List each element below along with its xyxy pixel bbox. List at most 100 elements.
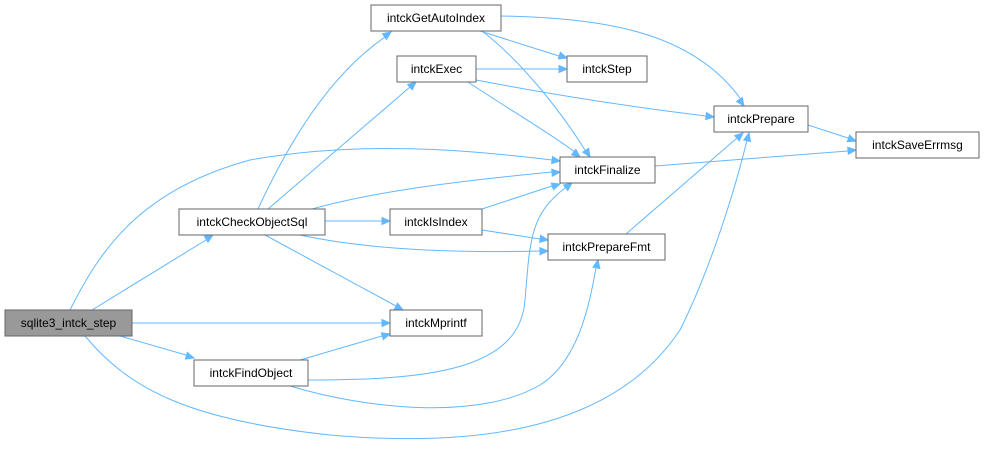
node-label: intckFinalize xyxy=(574,163,640,177)
edge-line xyxy=(267,86,411,210)
arrowhead-icon xyxy=(538,234,550,243)
node-intckStep[interactable]: intckStep xyxy=(566,55,648,83)
node-box[interactable] xyxy=(566,55,648,83)
arrowhead-icon xyxy=(381,31,393,41)
nodes-layer: sqlite3_intck_step intckCheckObjectSql int… xyxy=(4,4,980,387)
arrowhead-icon xyxy=(847,146,858,156)
edge-line xyxy=(625,137,738,235)
node-intckIsIndex[interactable]: intckIsIndex xyxy=(389,208,483,236)
node-box[interactable] xyxy=(396,55,477,83)
node-intckPrepare[interactable]: intckPrepare xyxy=(713,105,809,133)
arrowhead-icon xyxy=(551,168,562,178)
edge-intckExec-to-intckStep xyxy=(476,64,569,74)
node-label: intckPrepare xyxy=(727,112,795,126)
node-label: intckFindObject xyxy=(210,366,293,380)
edge-intckFindObject-to-intckFinalize xyxy=(307,182,573,381)
arrowhead-icon xyxy=(733,132,744,142)
edge-line xyxy=(299,234,541,253)
edge-intckFinalize-to-intckSaveErrmsg xyxy=(654,146,858,167)
node-box[interactable] xyxy=(713,105,809,133)
arrowhead-icon xyxy=(203,234,215,244)
arrowhead-icon xyxy=(381,216,392,226)
node-box[interactable] xyxy=(370,4,502,32)
node-box[interactable] xyxy=(193,359,309,387)
arrowhead-icon xyxy=(735,96,745,108)
edge-line xyxy=(311,171,553,210)
edge-intckExec-to-intckFinalize xyxy=(467,81,581,158)
node-label: intckGetAutoIndex xyxy=(387,11,485,25)
edge-intckIsIndex-to-intckPrepareFmt xyxy=(481,229,550,243)
edges-layer xyxy=(69,15,858,440)
node-intckSaveErrmsg[interactable]: intckSaveErrmsg xyxy=(855,131,980,159)
arrowhead-icon xyxy=(558,64,569,74)
node-intckMprintf[interactable]: intckMprintf xyxy=(389,309,483,337)
arrowhead-icon xyxy=(184,351,196,360)
edge-line xyxy=(807,124,849,139)
edge-intckCheckObjectSql-to-intckGetAutoIndex xyxy=(257,31,393,210)
edge-intckCheckObjectSql-to-intckFinalize xyxy=(311,168,562,210)
edge-line xyxy=(91,239,207,311)
edge-intckGetAutoIndex-to-intckPrepare xyxy=(500,15,745,108)
edge-intckPrepare-to-intckSaveErrmsg xyxy=(807,124,858,143)
edge-sqlite3_intck_step-to-intckCheckObjectSql xyxy=(91,234,215,311)
arrowhead-icon xyxy=(393,302,405,311)
edge-line xyxy=(84,139,748,440)
edge-intckFindObject-to-intckMprintf xyxy=(299,332,392,361)
edge-line xyxy=(299,335,383,361)
arrowhead-icon xyxy=(550,182,562,191)
node-box[interactable] xyxy=(389,309,483,337)
node-label: intckStep xyxy=(582,62,632,76)
arrowhead-icon xyxy=(570,148,581,158)
edge-line xyxy=(500,15,741,99)
edge-sqlite3_intck_step-to-intckFindObject xyxy=(119,335,196,360)
node-label: sqlite3_intck_step xyxy=(21,316,117,330)
edge-line xyxy=(257,36,386,210)
node-box[interactable] xyxy=(547,233,666,261)
node-label: intckSaveErrmsg xyxy=(872,138,963,152)
node-label: intckExec xyxy=(411,62,462,76)
node-label: intckPrepareFmt xyxy=(562,240,651,254)
node-intckCheckObjectSql[interactable]: intckCheckObjectSql xyxy=(178,208,326,236)
node-sqlite3_intck_step[interactable]: sqlite3_intck_step xyxy=(4,309,133,337)
node-box[interactable] xyxy=(559,156,656,184)
node-box[interactable] xyxy=(4,309,133,337)
edge-intckFindObject-to-intckPrepareFmt xyxy=(289,258,601,409)
arrowhead-icon xyxy=(581,147,591,159)
edge-line xyxy=(479,30,560,57)
edge-intckCheckObjectSql-to-intckIsIndex xyxy=(325,216,392,226)
edge-line xyxy=(119,335,187,356)
edge-intckGetAutoIndex-to-intckStep xyxy=(479,30,569,60)
node-box[interactable] xyxy=(855,131,980,159)
edge-intckIsIndex-to-intckFinalize xyxy=(481,182,562,210)
node-intckPrepareFmt[interactable]: intckPrepareFmt xyxy=(547,233,666,261)
edge-line xyxy=(289,267,597,409)
edge-sqlite3_intck_step-to-intckFinalize xyxy=(69,147,562,311)
edge-sqlite3_intck_step-to-intckPrepare xyxy=(84,131,752,440)
arrowhead-icon xyxy=(592,258,601,270)
arrowhead-icon xyxy=(705,111,716,121)
arrowhead-icon xyxy=(846,134,858,143)
edge-intckGetAutoIndex-to-intckFinalize xyxy=(481,30,591,159)
arrowhead-icon xyxy=(562,182,573,192)
node-intckExec[interactable]: intckExec xyxy=(396,55,477,83)
node-label: intckMprintf xyxy=(405,316,467,330)
edge-line xyxy=(264,234,397,307)
node-intckGetAutoIndex[interactable]: intckGetAutoIndex xyxy=(370,4,502,32)
node-label: intckIsIndex xyxy=(404,215,467,229)
edge-intckCheckObjectSql-to-intckMprintf xyxy=(264,234,405,311)
edge-line xyxy=(654,150,849,167)
arrowhead-icon xyxy=(742,131,752,143)
node-intckFindObject[interactable]: intckFindObject xyxy=(193,359,309,387)
arrowhead-icon xyxy=(406,81,417,91)
arrowhead-icon xyxy=(380,332,392,341)
edge-intckExec-to-intckPrepare xyxy=(475,79,716,121)
node-box[interactable] xyxy=(178,208,326,236)
edge-intckPrepareFmt-to-intckPrepare xyxy=(625,132,744,235)
arrowhead-icon xyxy=(381,318,392,328)
node-intckFinalize[interactable]: intckFinalize xyxy=(559,156,656,184)
edge-line xyxy=(481,30,586,151)
node-label: intckCheckObjectSql xyxy=(197,215,308,229)
node-box[interactable] xyxy=(389,208,483,236)
edge-sqlite3_intck_step-to-intckMprintf xyxy=(132,318,392,328)
